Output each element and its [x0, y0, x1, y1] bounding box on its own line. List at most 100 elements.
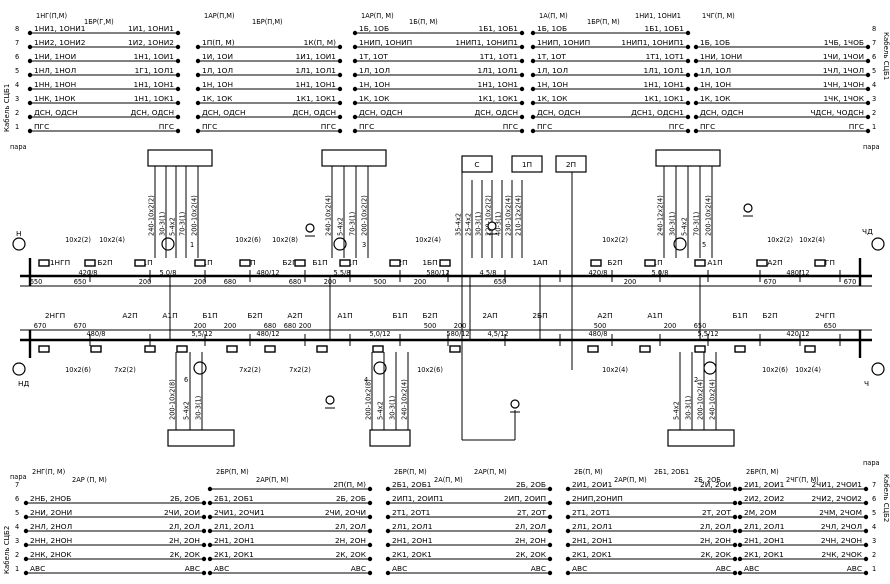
track-relay-box	[194, 259, 206, 267]
signal-label: 1БР(П, М)	[587, 18, 620, 26]
pair-right-label: 1Г1, 1ОЛ1	[135, 66, 175, 75]
pair-right-label: ПГС	[669, 122, 684, 131]
track-position: 5,5/12	[191, 330, 212, 338]
pair-right-label: 2К, 2ОК	[701, 550, 732, 559]
relay-box-label: С	[474, 160, 479, 169]
pair-terminal	[201, 500, 207, 506]
pair-terminal	[385, 514, 391, 520]
pair-number-right: 2	[872, 551, 876, 559]
pair-left-label: 2НИП,2ОНИП	[572, 494, 623, 503]
signal-label: 2Б1, 2ОБ1	[654, 468, 689, 476]
pair-left-label: 2НБ, 2НОБ	[30, 494, 71, 503]
pair-terminal	[732, 556, 738, 562]
pair-right-label: 1ЧИ, 1ЧОИ	[823, 52, 864, 61]
pair-right-label: 1Н1, 1ОН1	[478, 80, 519, 89]
track-relay-box	[372, 345, 384, 353]
ground-symbol	[510, 399, 520, 409]
pair-terminal	[547, 528, 553, 534]
pair-terminal	[685, 72, 691, 78]
track-distance: 650	[824, 322, 837, 330]
cable-spec-label: 70-3(1)	[349, 212, 357, 236]
pair-terminal	[352, 86, 358, 92]
pair-terminal	[352, 30, 358, 36]
cable-spec-label: 200-10х2(4)	[705, 195, 713, 236]
pair-left-label: 1К, 1ОК	[359, 94, 390, 103]
pair-terminal	[547, 556, 553, 562]
pair-terminal	[27, 86, 33, 92]
track-distance: 670	[74, 322, 87, 330]
cable-spec-label: 230-10х2(4)	[505, 195, 513, 236]
signal-label: НД	[18, 379, 30, 388]
pair-right-label: 2П(П, М)	[333, 480, 366, 489]
pair-left-label: ПГС	[202, 122, 217, 131]
pair-terminal	[27, 44, 33, 50]
pair-terminal	[27, 114, 33, 120]
pair-terminal	[207, 542, 213, 548]
pair-terminal	[565, 500, 571, 506]
pair-terminal	[385, 570, 391, 576]
track-position: 580/12	[426, 269, 449, 277]
pair-terminal	[385, 486, 391, 492]
pair-left-label: 1НК, 1НОК	[34, 94, 76, 103]
pair-number-right: 2	[872, 109, 876, 117]
pair-left-label: 1Н, 1ОН	[700, 80, 731, 89]
pair-number: 7	[15, 39, 19, 47]
signal-label: 1АР(П,М)	[204, 12, 235, 20]
pair-terminal	[865, 114, 871, 120]
pair-right-label: 2ЧИ, 2ОИ	[164, 508, 200, 517]
signal-label: Ч	[864, 379, 869, 388]
pair-left-label: 1НИ, 1НОИ	[34, 52, 76, 61]
signal-label: 2АР (П, М)	[72, 476, 107, 484]
track-distance: 200	[194, 278, 207, 286]
track-segment-label: 1НГП	[50, 258, 70, 267]
switch-node-number: 1	[190, 241, 194, 249]
pair-left-label: 2Н1, 2ОН1	[392, 536, 433, 545]
pair-right-label: 1Т1, 1ОТ1	[480, 52, 519, 61]
pair-left-label: 1Л, 1ОЛ	[700, 66, 731, 75]
pair-terminal	[367, 542, 373, 548]
cable-spec-label: 70-3(1)	[179, 212, 187, 236]
pair-terminal	[519, 58, 525, 64]
track-relay-box	[264, 345, 276, 353]
cable-spec-label: 200-10х2(8)	[365, 379, 373, 420]
cable-spec-label: 70-3(1)	[693, 212, 701, 236]
pair-left-label: 1Б, 1ОБ	[537, 24, 567, 33]
pair-terminal	[175, 86, 181, 92]
pair-right-label: 2Л, 2ОЛ	[335, 522, 366, 531]
pair-terminal	[175, 44, 181, 50]
track-relay-box	[644, 259, 656, 267]
pair-number: 1	[15, 123, 19, 131]
pair-right-label: 2ЧИ1, 2ЧОИ1	[811, 480, 862, 489]
cable2-label: Кабель СЦБ2	[3, 526, 11, 574]
track-position: 4,5/8	[480, 269, 497, 277]
pair-terminal	[201, 570, 207, 576]
signal-label: 2БР(П, М)	[394, 468, 427, 476]
pair-terminal	[737, 542, 743, 548]
track-segment-label: Б1П	[312, 258, 327, 267]
pair-terminal	[737, 514, 743, 520]
pair-number: 6	[15, 495, 19, 503]
pair-terminal	[519, 44, 525, 50]
signal-label: 2БР(П, М)	[746, 468, 779, 476]
pair-left-label: 1НИ, 1ОНИ	[700, 52, 742, 61]
pair-right-label: 2Н, 2ОН	[700, 536, 731, 545]
pair-terminal	[547, 542, 553, 548]
signal-label: 2Б(П, М)	[574, 468, 603, 476]
track-distance: 680	[264, 322, 277, 330]
pair-terminal	[337, 100, 343, 106]
pair-right-label: 2Н, 2ОН	[515, 536, 546, 545]
track-relay-box	[734, 345, 746, 353]
pair-terminal	[530, 128, 536, 134]
ground-symbol	[325, 395, 335, 405]
pair-terminal	[367, 556, 373, 562]
signal-head	[12, 362, 26, 376]
junction-box	[147, 149, 213, 167]
track-segment-label: 2НГП	[45, 311, 65, 320]
pair-terminal	[195, 100, 201, 106]
pair-left-label: 2М, 2ОМ	[744, 508, 777, 517]
signal-head	[12, 237, 26, 251]
pair-terminal	[337, 72, 343, 78]
pair-terminal	[27, 100, 33, 106]
pair-terminal	[685, 114, 691, 120]
track-segment-label: Б1П	[392, 311, 407, 320]
